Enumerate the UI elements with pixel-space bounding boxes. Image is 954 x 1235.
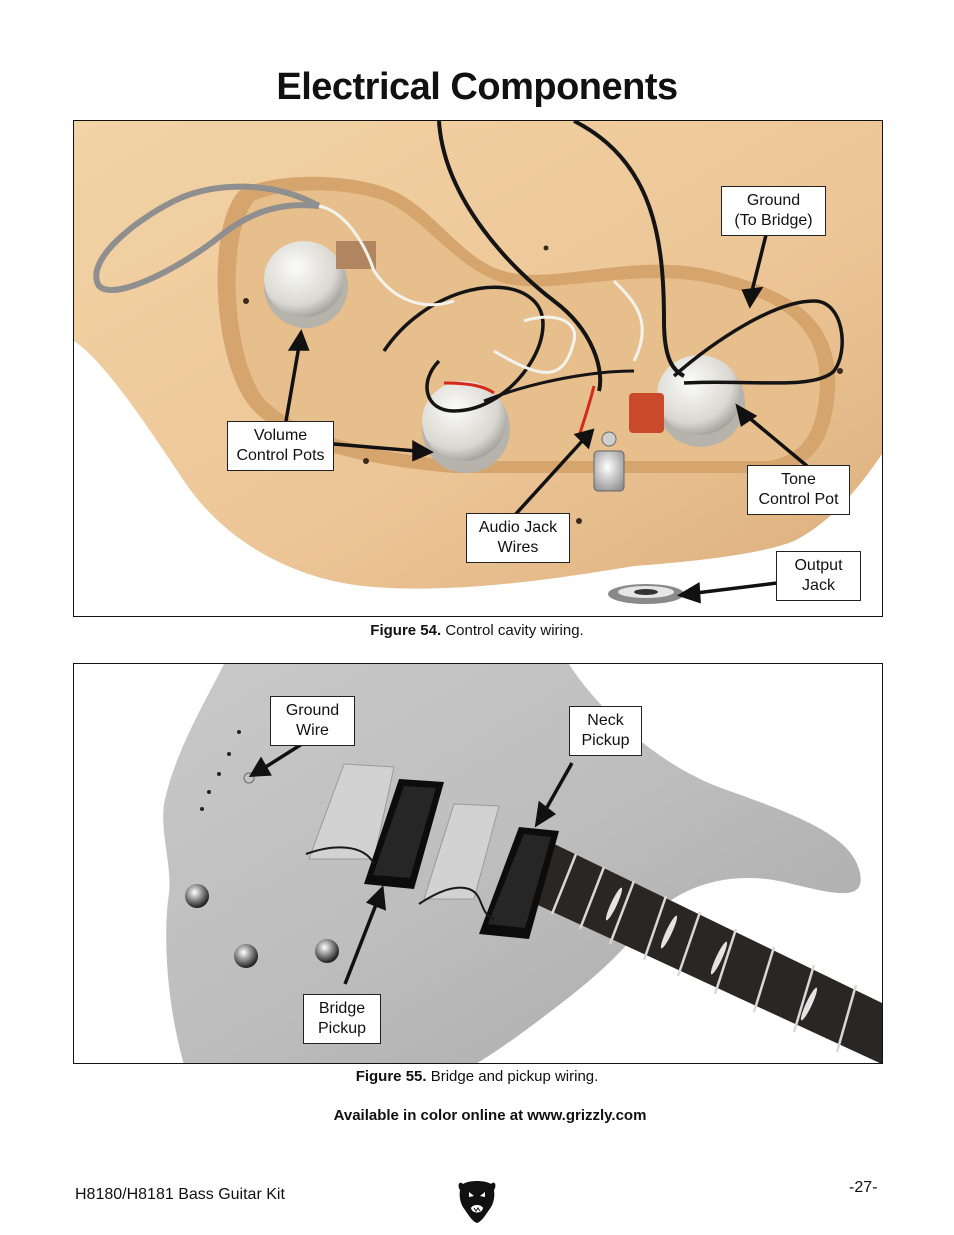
frets	[550, 853, 858, 1053]
figure-54-callout-arrows	[284, 234, 809, 604]
volume-pot-1	[264, 241, 376, 328]
fretboard	[514, 839, 882, 1063]
availability-note: Available in color online at www.grizzly…	[333, 1107, 647, 1124]
knob-3	[315, 939, 339, 963]
page-number: -27-	[849, 1179, 878, 1196]
bridge-pickup	[364, 779, 444, 889]
ground-wire-hole	[243, 772, 255, 784]
tone-capacitor	[629, 393, 664, 433]
audio-jack	[593, 431, 625, 492]
figure-55-caption: Figure 55. Bridge and pickup wiring.	[355, 1068, 599, 1085]
output-jack	[608, 584, 684, 604]
neck-pickup	[479, 827, 559, 939]
fret-inlays	[605, 887, 818, 1021]
pickup-wiring-illustration	[74, 664, 882, 1063]
figure-55-callout-arrows	[248, 742, 574, 985]
figure-54-caption: Figure 54. Control cavity wiring.	[370, 622, 584, 639]
callout-ground-to-bridge: Ground(To Bridge)	[721, 186, 826, 236]
knob-1	[185, 884, 209, 908]
page-title: Electrical Components	[276, 66, 678, 108]
footer-model-name: H8180/H8181 Bass Guitar Kit	[75, 1186, 285, 1203]
knob-2	[234, 944, 258, 968]
bear-head-logo-icon	[458, 1181, 496, 1223]
